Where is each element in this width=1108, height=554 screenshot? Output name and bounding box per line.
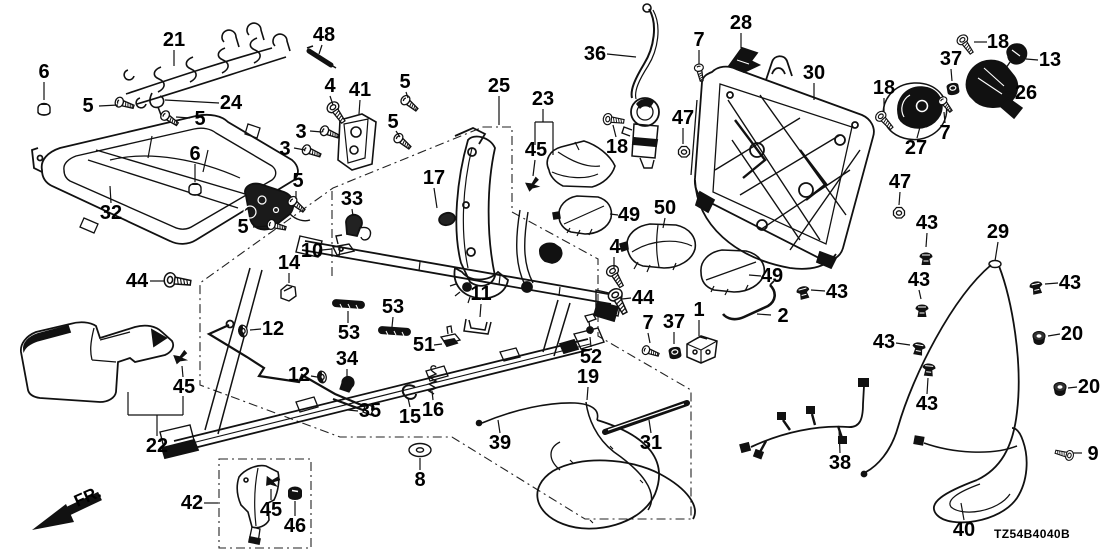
pin-48-art <box>306 45 337 69</box>
clip-43-icon <box>1028 279 1045 296</box>
grommet-37-icon <box>945 81 961 97</box>
bolt-4-icon <box>324 98 350 127</box>
clip-45-icon <box>172 349 190 365</box>
nut-20-icon <box>1032 331 1046 345</box>
side-pad-art <box>20 321 175 403</box>
screw-5-icon <box>158 108 181 129</box>
part-15-art <box>401 384 417 400</box>
rod-31-art <box>602 400 690 435</box>
screw-5-icon <box>391 131 414 153</box>
seat-back-panel-art <box>690 46 875 270</box>
bolt-44-icon <box>162 271 193 291</box>
bolt-18-icon <box>601 112 626 128</box>
end-cap-34-art <box>339 375 355 393</box>
part-1-art <box>686 335 718 364</box>
seat-cushion-frame-art <box>31 113 311 245</box>
screw-3-icon <box>300 142 323 161</box>
guide-loop-40-art <box>933 427 1028 524</box>
washer-8-icon <box>408 442 432 458</box>
part-11-art <box>463 318 492 335</box>
bolt-18-icon <box>873 108 897 133</box>
spring-rod-53-art <box>332 299 411 337</box>
bolt-9-icon <box>1053 446 1076 462</box>
screw-3-icon <box>318 123 341 142</box>
clip-43-icon <box>915 304 929 318</box>
grommet-12-icon <box>316 369 328 385</box>
nut-47-icon <box>677 145 691 158</box>
part-14-art <box>280 284 297 302</box>
cover-49b-art <box>700 249 766 293</box>
clip-43-icon <box>795 284 812 301</box>
bolt-18-icon <box>954 32 977 57</box>
screw-5-icon <box>113 95 136 113</box>
screw-7-icon <box>693 62 707 83</box>
bracket-41-art <box>337 113 377 171</box>
clip-43-icon <box>910 340 927 357</box>
cables-29-40-art <box>860 259 1028 524</box>
part-16-art <box>427 365 438 395</box>
clip-43-icon <box>919 252 933 266</box>
clip-43-icon <box>921 362 937 378</box>
nut-46-icon <box>287 485 303 501</box>
diagram-code: TZ54B4040B <box>994 527 1071 541</box>
part-26-art <box>965 59 1019 108</box>
group-box-42 <box>218 458 312 549</box>
part-33-art <box>345 213 363 238</box>
assembly-boundaries <box>199 126 692 549</box>
nut-6-icon <box>188 182 202 196</box>
bolt-4-icon <box>603 262 628 291</box>
leader-lines <box>43 33 1082 521</box>
screw-7-icon <box>640 344 661 360</box>
part-17-art <box>438 211 456 227</box>
cables-19-39-art <box>475 401 696 530</box>
wire-clip-24-art <box>149 92 165 116</box>
wire-harness-38-art <box>739 378 869 460</box>
latch-covers-art <box>546 140 766 296</box>
bracket-28-art <box>727 46 762 73</box>
nut-6-icon <box>37 102 51 116</box>
clip-45-icon <box>524 175 542 193</box>
nut-20-icon <box>1053 382 1067 396</box>
cover-49-art <box>558 195 613 235</box>
cover-50-art <box>626 223 697 269</box>
fr-arrow-icon <box>32 491 102 530</box>
screw-5-icon <box>398 93 421 115</box>
nut-47-icon <box>892 206 906 219</box>
hook-rod-2-art <box>721 280 776 321</box>
part-10-art <box>331 234 356 256</box>
grommet-37-icon <box>667 345 683 361</box>
striker-covers-art <box>882 43 1028 141</box>
part-27-art <box>897 86 943 129</box>
flap-42-art <box>236 464 280 545</box>
spring-wire-frame-art <box>123 22 291 116</box>
seat-rail-mechanism-art <box>159 127 623 460</box>
cable-36-art <box>621 3 660 169</box>
torsion-bar-art <box>206 319 375 416</box>
